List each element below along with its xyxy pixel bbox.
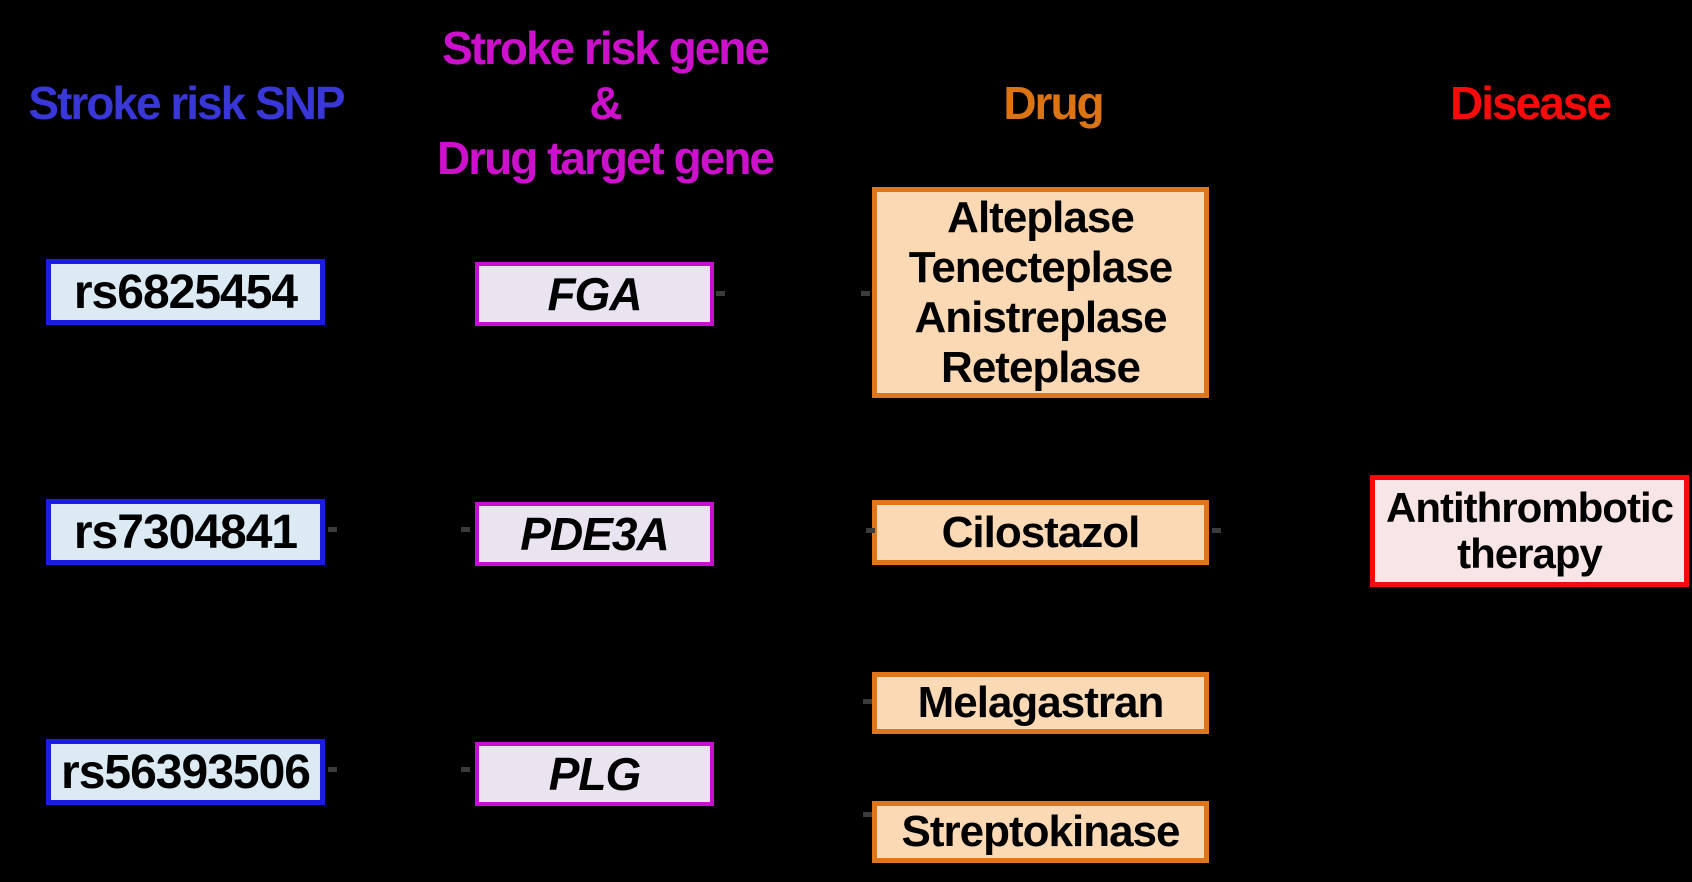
gene-header-line-3: Drug target gene [436,132,775,184]
disease-line-1: Antithrombotic [1386,484,1674,531]
gene-box-fga: FGA [475,262,714,326]
drug-box-streptokinase: Streptokinase [872,801,1209,863]
column-header-gene: Stroke risk gene & Drug target gene [405,21,805,186]
column-header-drug: Drug [1003,77,1104,129]
disease-box-antithrombotic-therapy: Antithrombotic therapy [1370,475,1689,587]
snp-box-rs7304841: rs7304841 [46,499,325,565]
connector-remnant [863,699,872,704]
snp-box-rs56393506: rs56393506 [46,739,325,805]
column-header-disease: Disease [1450,77,1612,129]
disease-line-2: therapy [1457,530,1603,577]
connector-remnant [1212,528,1221,533]
drug-name: Reteplase [941,342,1141,392]
connector-remnant [461,527,470,532]
gene-box-plg: PLG [475,742,714,806]
connector-remnant [863,812,872,817]
connector-remnant [716,291,725,296]
connector-remnant [861,291,870,296]
gene-header-line-1: Stroke risk gene [442,22,770,74]
connector-remnant [328,767,337,772]
column-header-stroke-risk-snp: Stroke risk SNP [28,77,345,129]
drug-name: Alteplase [947,192,1135,242]
drug-box-melagastran: Melagastran [872,672,1209,734]
connector-remnant [328,527,337,532]
snp-box-rs6825454: rs6825454 [46,259,325,325]
connector-remnant [866,528,875,533]
drug-box-thrombolytics-group: Alteplase Tenecteplase Anistreplase Rete… [872,187,1209,398]
connector-remnant [461,767,470,772]
drug-box-cilostazol: Cilostazol [872,500,1209,565]
drug-name: Tenecteplase [908,242,1174,292]
gene-header-line-2: & [589,77,622,129]
gene-box-pde3a: PDE3A [475,502,714,566]
drug-name: Anistreplase [914,292,1167,342]
